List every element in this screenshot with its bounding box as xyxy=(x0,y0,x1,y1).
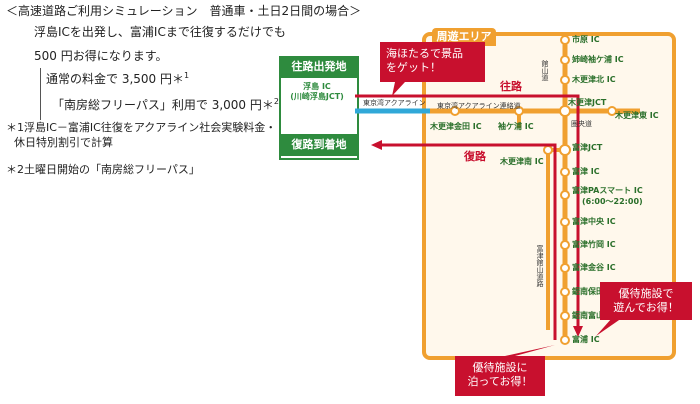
ic-kyonan-hota: 鋸南保田 IC xyxy=(572,287,616,296)
aqualine-connector-label: 東京湾アクアライン連絡道 xyxy=(437,102,521,110)
fee-bracket xyxy=(40,68,45,120)
ic-kyonan-tomiyama: 鋸南富山 IC xyxy=(572,311,616,320)
ic-marker-anegasaki xyxy=(560,55,570,65)
ic-marker-kisarazu-jct xyxy=(559,105,571,117)
ic-marker-futtsu-pa xyxy=(560,190,570,200)
callout-umihotaru-pointer xyxy=(392,82,405,96)
callout-facility-play-line-1: 優待施設で xyxy=(618,287,674,300)
heading: ＜高速道路ご利用シミュレーション 普通車・土日2日間の場合＞ xyxy=(6,4,362,18)
ic-kisarazu-kita: 木更津北 IC xyxy=(572,75,616,84)
regular-fee-note: 1 xyxy=(183,71,190,80)
ic-futtsu-chuo: 富津中央 IC xyxy=(572,217,616,226)
ic-kisarazu-jct: 木更津JCT xyxy=(568,98,607,107)
intro-line-1: 浮島ICを出発し、富浦ICまで往復するだけでも xyxy=(34,25,286,39)
note-1-line-2: 休日特別割引で計算 xyxy=(14,136,113,149)
ic-marker-sodegaura xyxy=(514,106,524,116)
ic-futtsu-pa: 富津PAスマート IC xyxy=(572,186,643,195)
callout-facility-stay-line-1: 優待施設に xyxy=(472,361,528,374)
callout-facility-play: 優待施設で 遊んでお得！ xyxy=(600,282,692,320)
ic-marker-kisarazu-kaneda xyxy=(450,106,460,116)
ic-futtsu-jct: 富津JCT xyxy=(572,143,603,152)
return-route xyxy=(378,143,557,340)
ic-marker-tomiura xyxy=(560,335,570,345)
callout-umihotaru-line-1: 海ほたるで景品 xyxy=(386,47,463,60)
ic-marker-ichihara xyxy=(560,35,570,45)
origin-name: 浮島 IC (川崎浮島JCT) xyxy=(283,82,351,102)
note-2: ＊2土曜日開始の「南房総フリーパス」 xyxy=(6,163,200,177)
return-arrowhead xyxy=(371,140,382,150)
intro-line-2: 500 円お得になります。 xyxy=(34,49,168,63)
regular-fee-text: 通常の料金で 3,500 円＊ xyxy=(46,72,184,86)
pass-fee-text: 「南房総フリーパス」利用で 3,000 円＊ xyxy=(52,98,274,112)
callout-facility-stay: 優待施設に 泊ってお得！ xyxy=(455,356,545,396)
ic-marker-kisarazu-kita xyxy=(560,75,570,85)
callout-facility-stay-line-2: 泊ってお得！ xyxy=(467,375,533,388)
callout-facility-play-line-2: 遊んでお得！ xyxy=(613,301,679,314)
ic-futtsu-kanaya: 富津金谷 IC xyxy=(572,263,616,272)
outbound-label: 往路 xyxy=(500,80,522,93)
ic-marker-kisarazu-higashi xyxy=(607,106,617,116)
outbound-route xyxy=(355,94,580,330)
area-title: 周遊エリア xyxy=(432,28,496,46)
note-1: ＊1浮島IC－富浦IC往復をアクアライン社会実験料金・ xyxy=(6,121,276,135)
ic-marker-futtsu xyxy=(560,167,570,177)
ken-o-label: 圏央道 xyxy=(571,120,592,128)
ic-marker-futtsu-jct xyxy=(559,144,571,156)
callout-umihotaru: 海ほたるで景品 をゲット！ xyxy=(380,42,485,82)
ic-futtsu: 富津 IC xyxy=(572,167,600,176)
origin-name-line-2: (川崎浮島JCT) xyxy=(290,92,344,101)
pass-fee: 「南房総フリーパス」利用で 3,000 円＊2 xyxy=(52,97,279,113)
note-2-text: 土曜日開始の「南房総フリーパス」 xyxy=(24,163,200,176)
origin-name-line-1: 浮島 IC xyxy=(303,82,331,91)
note-1-line-1: 浮島IC－富浦IC往復をアクアライン社会実験料金・ xyxy=(24,121,277,134)
ic-kisarazu-kaneda: 木更津金田 IC xyxy=(430,122,482,131)
callout-facility-stay-pointer xyxy=(505,345,555,356)
arrival-label: 復路到着地 xyxy=(279,134,359,156)
futtsu-tateyama-road-label: 富津館山道路 xyxy=(536,245,544,287)
callout-facility-play-pointer xyxy=(596,318,622,336)
outbound-arrowhead xyxy=(573,326,583,337)
note-2-mark: ＊2 xyxy=(6,163,24,176)
callout-umihotaru-line-2: をゲット！ xyxy=(386,61,441,74)
ic-sodegaura: 袖ケ浦 IC xyxy=(498,122,534,131)
ic-marker-futtsu-chuo xyxy=(560,217,570,227)
aqualine-label: 東京湾アクアライン xyxy=(363,99,426,107)
pass-fee-note: 2 xyxy=(273,97,279,106)
ic-kisarazu-higashi: 木更津東 IC xyxy=(615,111,659,120)
ic-kisarazu-minami: 木更津南 IC xyxy=(500,157,544,166)
ic-marker-futtsu-kanaya xyxy=(560,263,570,273)
ic-futtsu-pa-hours: (6:00～22:00) xyxy=(582,197,643,206)
return-label: 復路 xyxy=(464,150,486,163)
ic-marker-kyonan-hota xyxy=(560,287,570,297)
departure-label: 往路出発地 xyxy=(279,56,359,78)
note-1-mark: ＊1 xyxy=(6,121,24,134)
tateyama-road-label: 館山道 xyxy=(541,60,549,81)
ic-marker-kyonan-tomiyama xyxy=(560,311,570,321)
ic-futtsu-takeoka: 富津竹岡 IC xyxy=(572,240,616,249)
ic-tomiura: 富浦 IC xyxy=(572,335,600,344)
ic-anegasaki: 姉崎袖ケ浦 IC xyxy=(572,55,624,64)
ic-ichihara: 市原 IC xyxy=(572,35,600,44)
regular-fee: 通常の料金で 3,500 円＊1 xyxy=(46,71,190,87)
ic-marker-futtsu-takeoka xyxy=(560,240,570,250)
